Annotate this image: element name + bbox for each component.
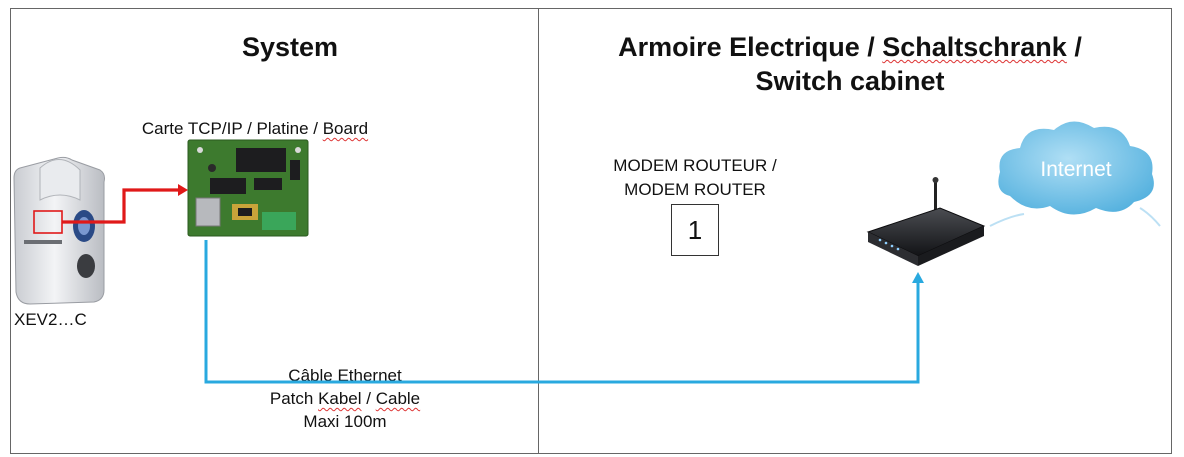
cable-label: Câble Ethernet Patch Kabel / Cable Maxi …	[269, 366, 421, 431]
system-title: System	[241, 32, 339, 62]
device-label: XEV2…C	[14, 310, 87, 329]
ethernet-link-arrowhead	[912, 272, 924, 283]
ethernet-link-arrow	[204, 240, 920, 384]
diagram-frame	[10, 8, 1172, 454]
xev-device-icon	[13, 156, 105, 305]
cabinet-title: Armoire Electrique / Schaltschrank / Swi…	[618, 32, 1082, 96]
router-label: MODEM ROUTEUR / MODEM ROUTER	[613, 156, 777, 199]
serial-link-arrow	[62, 188, 180, 224]
tcpip-board-icon	[187, 139, 309, 237]
board-label: Carte TCP/IP / Platine / Board	[141, 119, 369, 138]
section-divider	[538, 8, 539, 454]
router-icon	[866, 177, 986, 266]
router-number-box: 1	[671, 204, 719, 256]
serial-link-arrowhead	[178, 184, 188, 196]
internet-label: Internet	[1040, 158, 1111, 181]
internet-cloud-icon: Internet	[989, 121, 1161, 227]
